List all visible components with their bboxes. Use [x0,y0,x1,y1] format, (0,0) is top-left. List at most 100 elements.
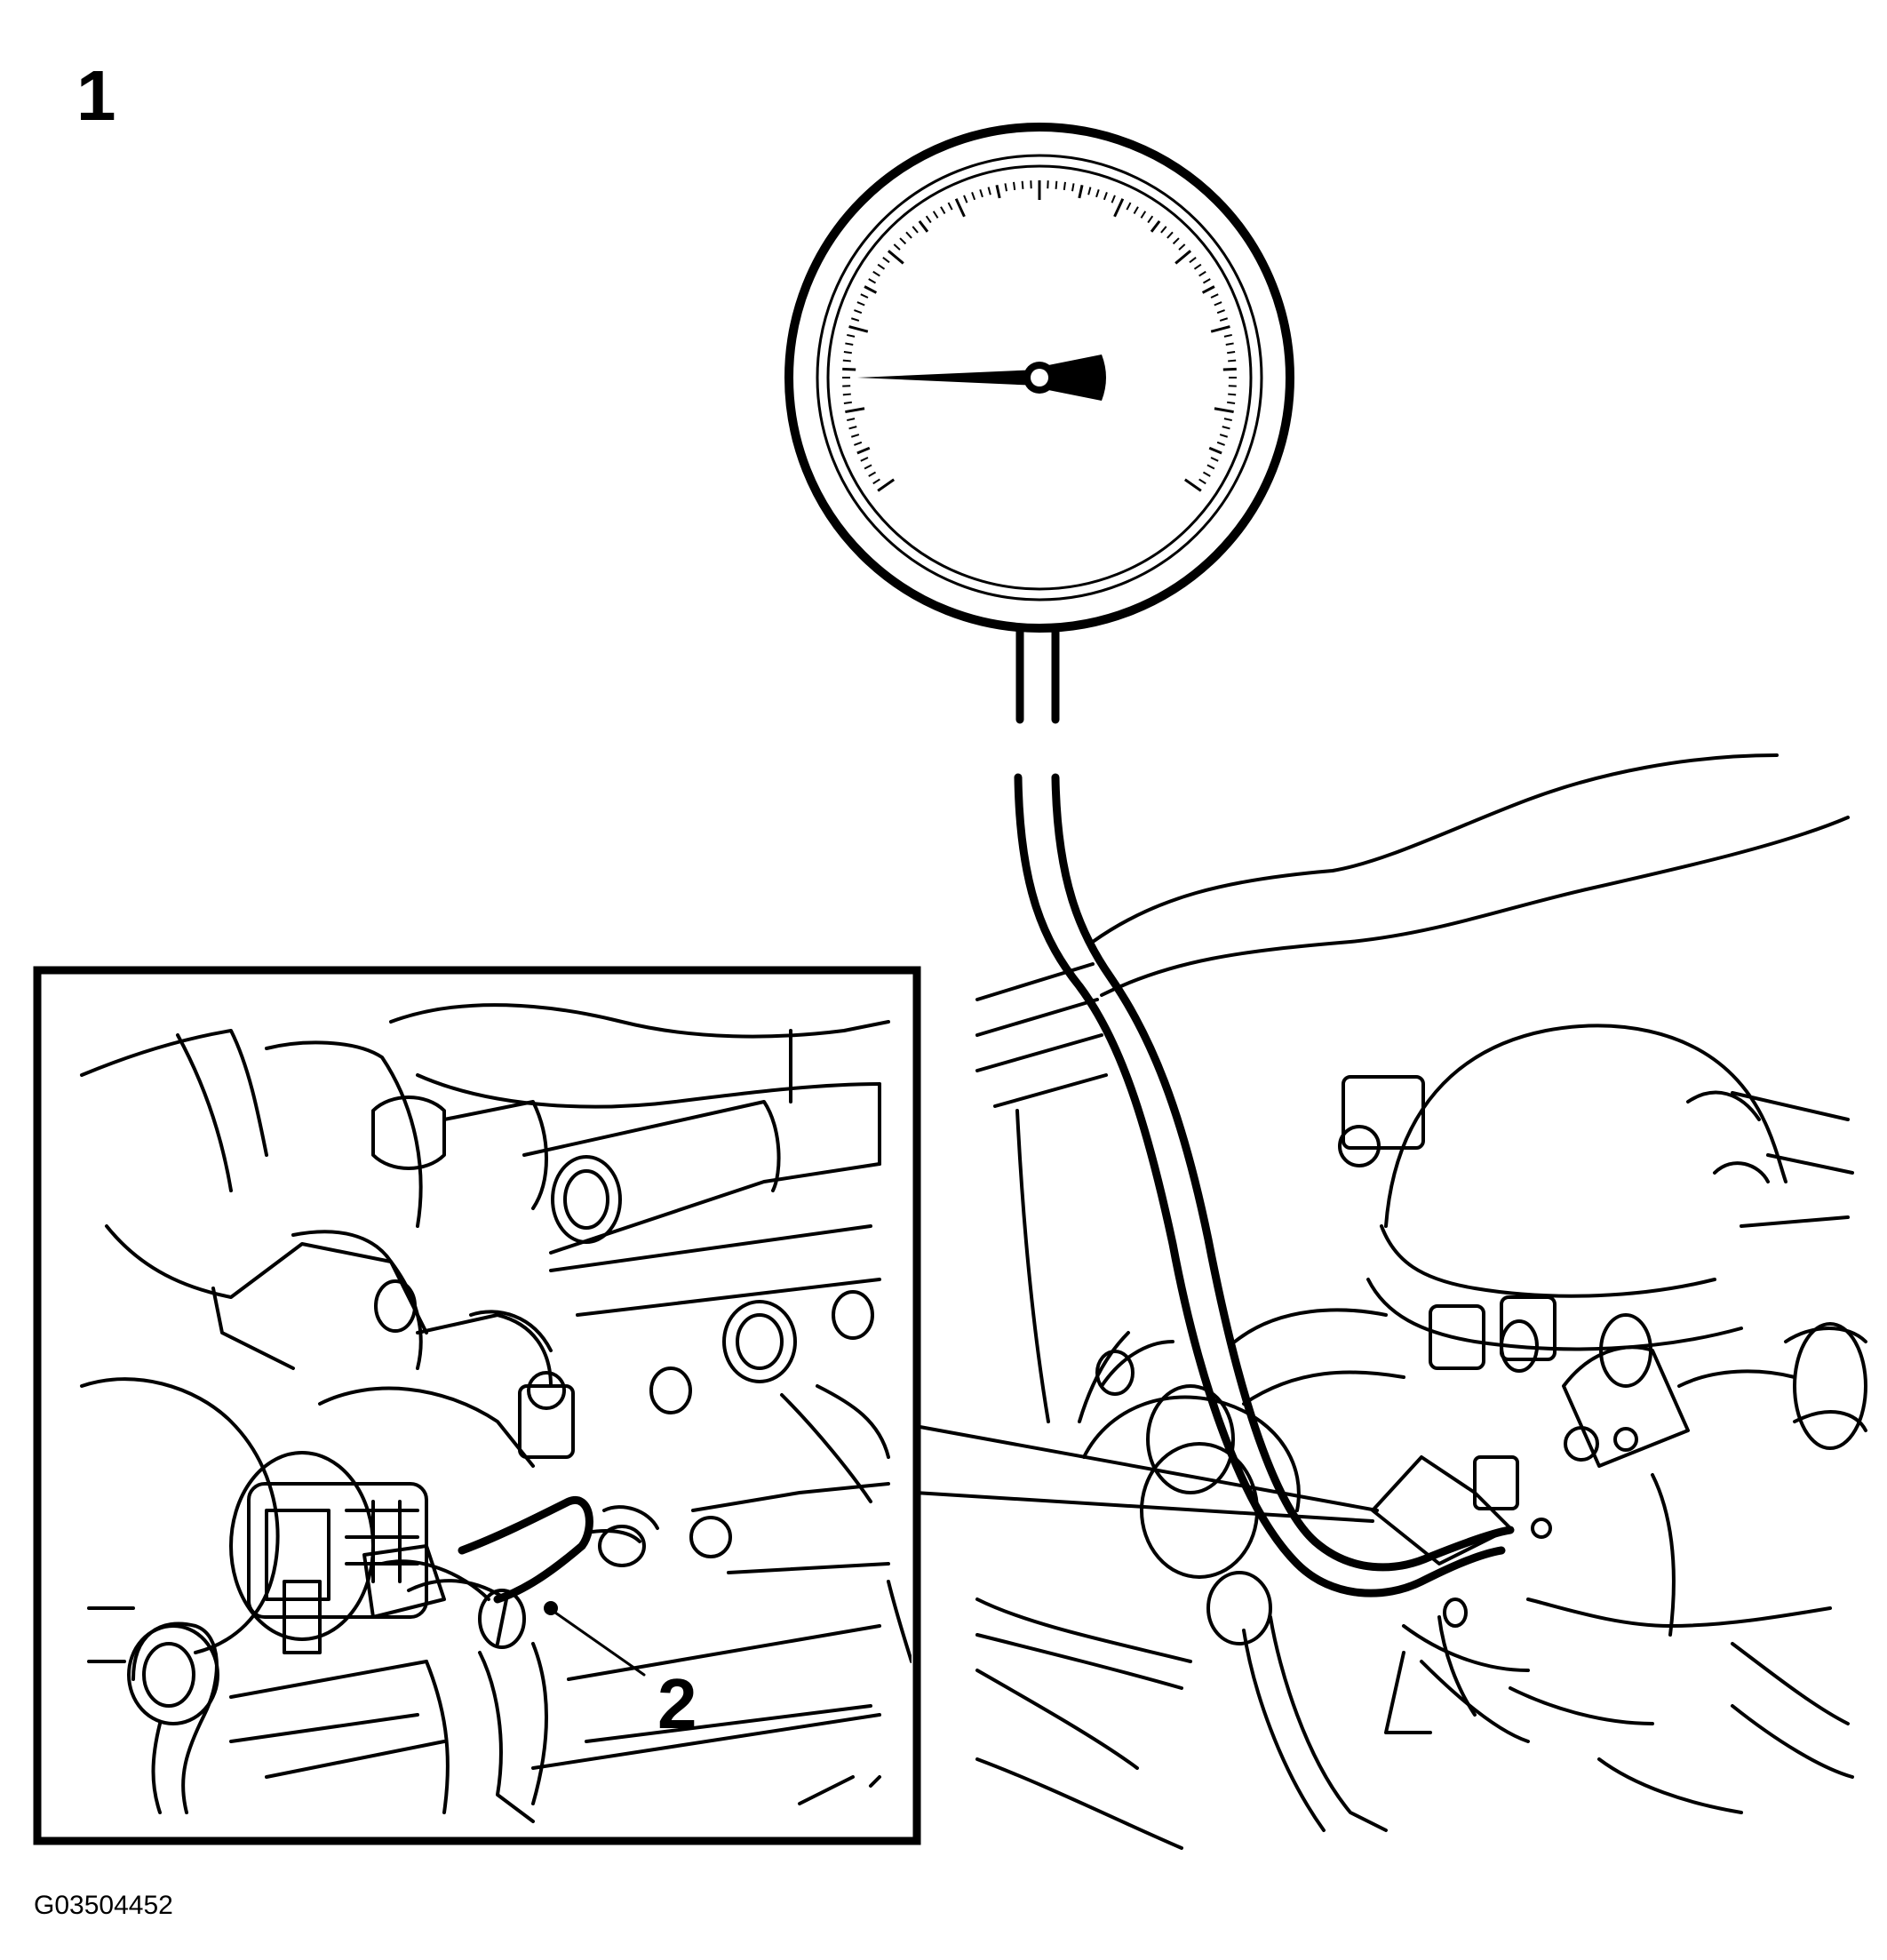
gauge-needle-pointer [857,370,1039,386]
gauge-tick [848,426,857,430]
gauge-tick [995,184,1001,199]
gauge-tick [1113,198,1125,218]
gauge-tick [1222,426,1230,430]
gauge-tick [1063,181,1066,190]
callout-2-leader [553,1611,646,1677]
gauge-tick [864,464,872,470]
gauge-tick [1174,250,1192,265]
gauge-tick [1227,401,1236,404]
gauge-tick [854,309,863,315]
gauge-needle [857,355,1106,401]
engine-drawing [975,753,1867,1850]
gauge-tick [872,270,880,277]
gauge-tick [1111,195,1116,203]
detail-view [33,966,921,1845]
gauge-tick [1183,478,1202,492]
gauge-scale-ticks [842,180,1237,492]
gauge-tick [868,278,877,284]
gauge-tick [860,293,869,299]
callout-2: 2 [657,1664,697,1743]
gauge-tick [1160,226,1167,234]
gauge-tick [1140,211,1147,219]
gauge-tick [848,325,869,333]
gauge-tick [887,250,904,265]
gauge-tick [1198,478,1206,485]
gauge-tick [1228,359,1237,363]
gauge-tick [1004,183,1007,192]
pressure-gauge [784,123,1294,633]
gauge-tick [872,478,880,485]
gauge-tick [877,478,896,492]
gauge-tick [979,188,983,198]
gauge-tick [1078,184,1084,199]
gauge-tick [1178,243,1186,251]
gauge-tick [1228,393,1237,396]
gauge-tick [1189,257,1197,264]
gauge-tick [842,359,851,363]
gauge-tick [868,471,877,477]
gauge-tick [1087,187,1092,195]
gauge-tick [850,317,860,322]
gauge-tick [905,231,912,239]
gauge-tick [1193,263,1202,270]
gauge-tick [1150,219,1161,233]
gauge-tick [856,446,871,455]
gauge-tick [1216,309,1225,315]
gauge-tick [1227,351,1236,355]
gauge-tick [843,401,852,404]
gauge-tick [987,187,991,195]
gauge-tick [1071,183,1075,192]
gauge-tick [1219,317,1229,322]
gauge-tick [925,215,932,224]
gauge-tick [1206,464,1215,470]
gauge-needle-counterweight [1039,355,1106,401]
gauge-hub-center [1031,369,1048,386]
gauge-tick [1103,192,1108,201]
detail-leader-lines [913,1424,1379,1523]
gauge-tick [1210,325,1230,333]
gauge-tick [854,441,863,446]
gauge-tick [1208,446,1222,455]
gauge-tick [932,211,939,219]
gauge-tick [1216,441,1225,446]
gauge-tick [860,457,869,462]
gauge-tick [1219,434,1229,438]
gauge-tick [864,285,878,294]
gauge-stem [1015,625,1060,724]
gauge-tick [877,263,886,270]
gauge-tick [954,198,966,218]
gauge-tick [1223,418,1232,422]
gauge-tick [843,351,852,355]
gauge-tick [845,407,865,414]
gauge-tick [1214,301,1222,307]
detail-frame [33,966,921,1845]
gauge-tick [1198,270,1206,277]
gauge-tick [1202,471,1211,477]
gauge-tick [1225,342,1234,346]
gauge-tick [912,226,919,234]
gauge-tick [947,202,953,211]
gauge-tick [1166,231,1174,239]
gauge-tick [1223,333,1232,338]
gauge-tick [940,206,946,215]
gauge-tick [1147,215,1154,224]
gauge-tick [893,243,901,251]
gauge-tick [1133,206,1139,215]
gauge-tick [1202,278,1211,284]
figure-id: G03504452 [34,1891,173,1920]
gauge-face [826,164,1253,591]
gauge-tick [850,434,860,438]
gauge-tick [1210,457,1219,462]
gauge-tick [899,237,907,245]
gauge-tick [1095,188,1100,198]
gauge-bezel [816,154,1263,602]
gauge-hose [1014,773,1515,1597]
gauge-tick [842,367,856,371]
gauge-tick [856,301,865,307]
gauge-tick [1172,237,1180,245]
gauge-tick [882,257,890,264]
gauge-tick [1214,407,1234,414]
gauge-tick [1126,202,1132,211]
gauge-tick [842,393,851,396]
